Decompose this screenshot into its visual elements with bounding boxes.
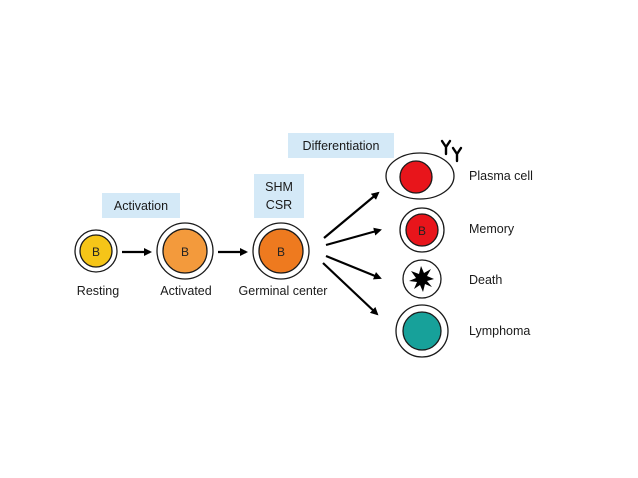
resting-cell-letter: B: [92, 245, 100, 259]
activated-cell-letter: B: [181, 245, 189, 259]
resting-label: Resting: [77, 284, 119, 298]
arrow-to-plasma: [323, 191, 380, 239]
shm-csr-box: SHM CSR: [254, 174, 304, 218]
germinal-center-cell: B: [252, 222, 310, 280]
starburst-icon: [409, 266, 434, 292]
activated-cell: B: [156, 222, 214, 280]
plasma-cell: [385, 152, 455, 200]
memory-cell: B: [399, 207, 445, 253]
differentiation-label: Differentiation: [303, 139, 380, 153]
plasma-cell-label: Plasma cell: [469, 169, 533, 183]
activation-label: Activation: [114, 199, 168, 213]
germinal-cell-letter: B: [277, 245, 285, 259]
resting-cell: B: [74, 229, 118, 273]
arrow-to-lymphoma: [322, 262, 379, 316]
csr-label: CSR: [266, 198, 292, 212]
memory-cell-letter: B: [418, 224, 426, 238]
antibody-icon: [440, 139, 463, 163]
arrow-to-death: [325, 254, 382, 280]
memory-label: Memory: [469, 222, 515, 236]
activated-label: Activated: [160, 284, 211, 298]
differentiation-box: Differentiation: [288, 133, 394, 158]
arrow-to-memory: [325, 227, 382, 247]
lymphoma-label: Lymphoma: [469, 324, 530, 338]
germinal-center-label: Germinal center: [239, 284, 328, 298]
shm-label: SHM: [265, 180, 293, 194]
activation-box: Activation: [102, 193, 180, 218]
death-label: Death: [469, 273, 502, 287]
death-cell: [402, 259, 442, 299]
lymphoma-cell: [395, 304, 449, 358]
